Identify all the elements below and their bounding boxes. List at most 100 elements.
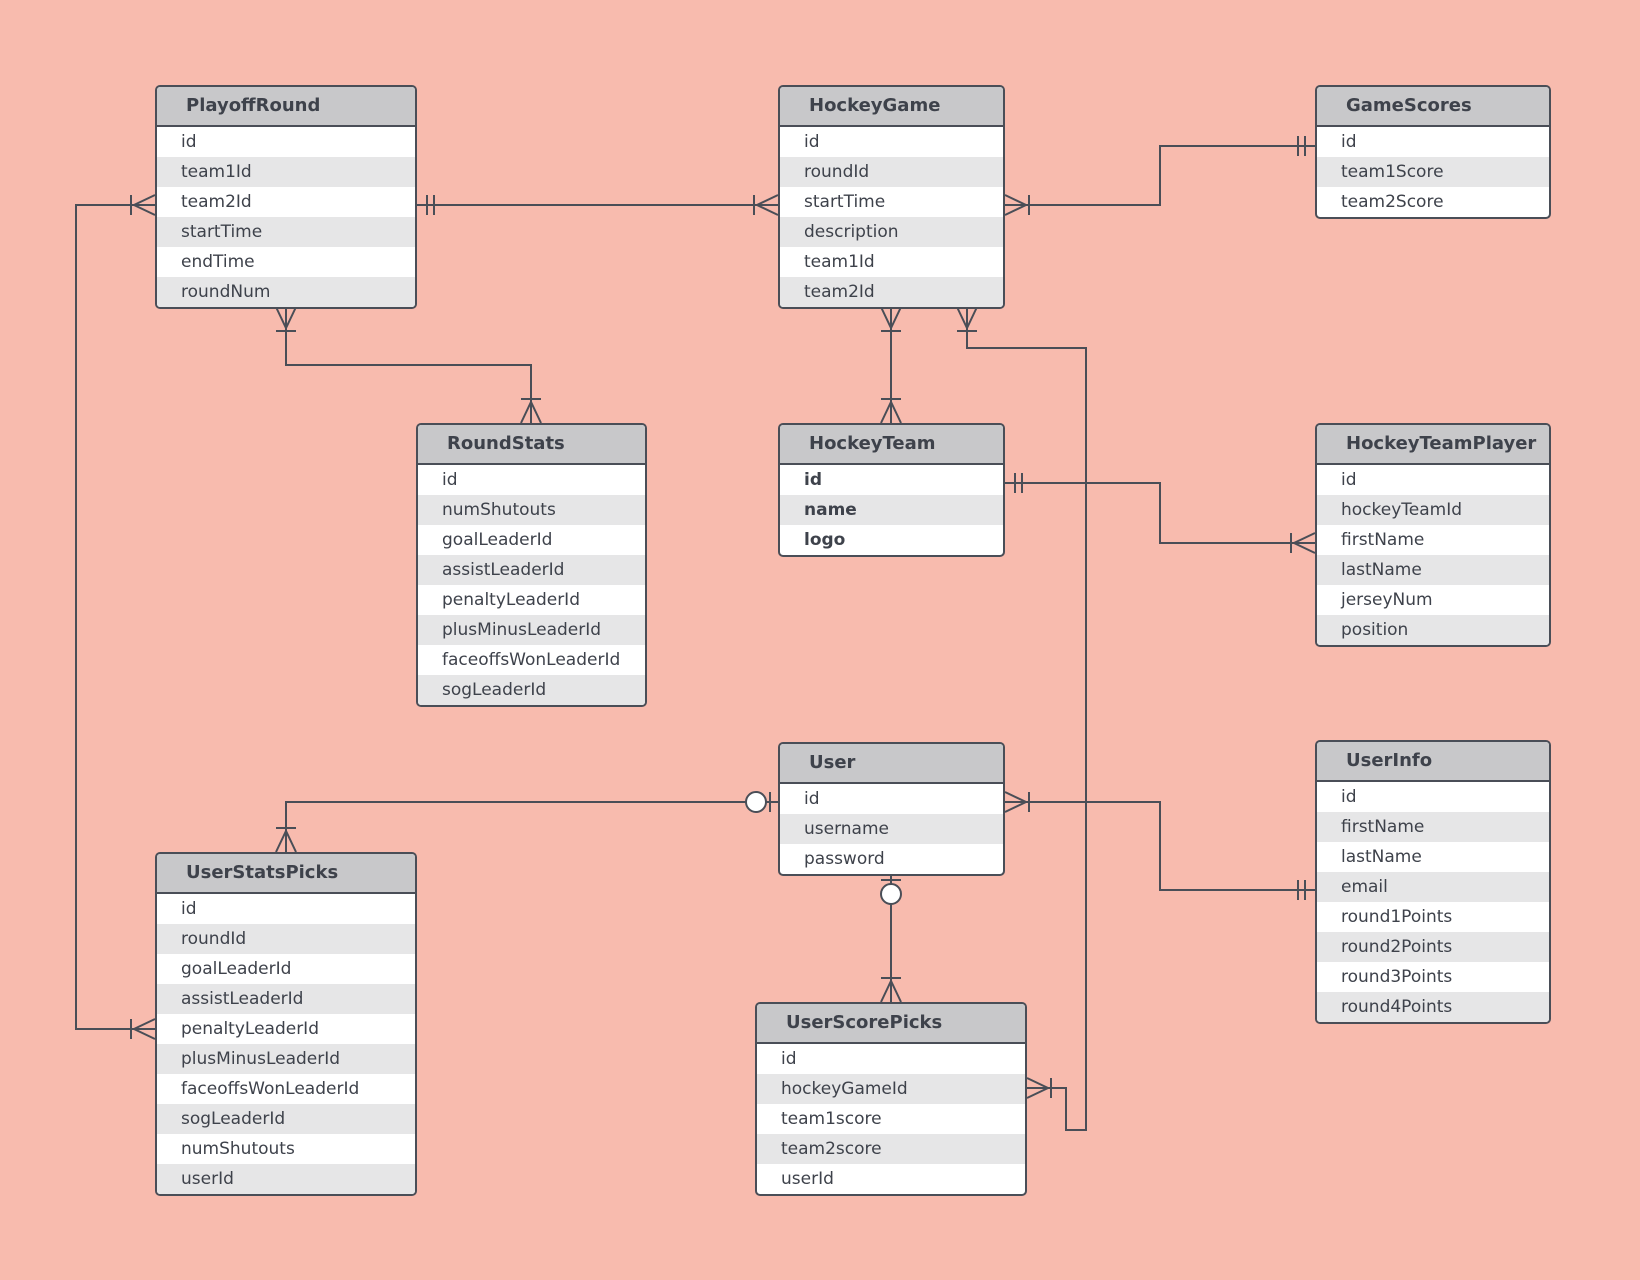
field-row: position (1317, 615, 1549, 645)
field-row: roundNum (157, 277, 415, 307)
field-row: userId (157, 1164, 415, 1194)
entity-title: UserScorePicks (757, 1004, 1025, 1044)
entity-hockeygame[interactable]: HockeyGame id roundId startTime description… (778, 85, 1005, 309)
field-row: roundId (157, 924, 415, 954)
field-row: startTime (804, 192, 886, 212)
field-row: endTime (181, 252, 255, 272)
field-row: sogLeaderId (418, 675, 645, 705)
entity-userscorepicks[interactable]: UserScorePicks id hockeyGameId team1score t… (755, 1002, 1027, 1196)
marker-userscorepicks-crow (1026, 1077, 1051, 1099)
marker-userstatspicks-crow (275, 828, 297, 853)
marker-hockeyteam-crow (880, 399, 902, 424)
field-row: team1score (781, 1109, 882, 1129)
field-row: faceoffsWonLeaderId (442, 650, 621, 670)
field-row: id (181, 899, 197, 919)
field-row: id (442, 470, 458, 490)
connector-playoffround-roundstats (285, 307, 532, 423)
field-row: id (1341, 787, 1357, 807)
field-row: name (780, 495, 1003, 525)
field-row: username (780, 814, 1003, 844)
marker-userstatspicks-crow (131, 1018, 156, 1040)
entity-hockeyteam[interactable]: HockeyTeam id name logo (778, 423, 1005, 557)
entity-gamescores[interactable]: GameScores id team1Score team2Score (1315, 85, 1551, 219)
field-row: logo (804, 530, 846, 550)
field-row: id (804, 470, 822, 490)
entity-title: HockeyTeam (780, 425, 1003, 465)
field-row: round1Points (1341, 907, 1453, 927)
entity-title: HockeyGame (780, 87, 1003, 127)
field-row: id (804, 789, 820, 809)
field-row: numShutouts (418, 495, 645, 525)
field-row: team1Score (1317, 157, 1549, 187)
field-row: plusMinusLeaderId (418, 615, 645, 645)
connector-hockeygame-gamescores (1005, 145, 1315, 206)
connector-user-userstatspicks (285, 801, 778, 852)
marker-hockeygame-crow (754, 194, 779, 216)
field-row: sogLeaderId (157, 1104, 415, 1134)
connector-hockeygame-userscorepicks (966, 307, 1087, 1131)
connector-playoffround-userstatspicks (75, 204, 155, 1030)
field-row: firstName (1317, 812, 1549, 842)
marker-hockeygame-crow (1004, 194, 1029, 216)
field-row: id (804, 132, 820, 152)
field-row: password (804, 849, 885, 869)
field-row: id (181, 132, 197, 152)
entity-title: User (780, 744, 1003, 784)
field-row: team2Score (1341, 192, 1444, 212)
field-row: id (781, 1049, 797, 1069)
marker-hockeygame-crow (880, 306, 902, 331)
entity-userstatspicks[interactable]: UserStatsPicks id roundId goalLeaderId assi… (155, 852, 417, 1196)
field-row: round3Points (1341, 967, 1453, 987)
marker-userscorepicks-crow (880, 978, 902, 1003)
field-row: goalLeaderId (442, 530, 553, 550)
entity-hockeyteamplayer[interactable]: HockeyTeamPlayer id hockeyTeamId firstName… (1315, 423, 1551, 647)
field-row: plusMinusLeaderId (157, 1044, 415, 1074)
field-row: team2score (757, 1134, 1025, 1164)
field-row: numShutouts (181, 1139, 295, 1159)
entity-title: UserInfo (1317, 742, 1549, 782)
marker-playoffround-crow (131, 194, 156, 216)
entity-title: GameScores (1317, 87, 1549, 127)
marker-roundstats-crow (520, 399, 542, 424)
field-row: roundId (780, 157, 1003, 187)
field-row: team1Id (804, 252, 875, 272)
field-row: hockeyTeamId (1317, 495, 1549, 525)
field-row: round2Points (1317, 932, 1549, 962)
marker-playoffround-crow (275, 306, 297, 331)
field-row: startTime (157, 217, 415, 247)
entity-user[interactable]: User id username password (778, 742, 1005, 876)
marker-user-circle (880, 883, 902, 905)
field-row: hockeyGameId (757, 1074, 1025, 1104)
entity-title: PlayoffRound (157, 87, 415, 127)
field-row: jerseyNum (1341, 590, 1433, 610)
connector-user-userinfo (1005, 801, 1315, 891)
entity-title: HockeyTeamPlayer (1317, 425, 1549, 465)
field-row: team2Id (780, 277, 1003, 307)
field-row: description (780, 217, 1003, 247)
connector-hockeyteam-hockeyteamplayer (1005, 482, 1315, 544)
marker-user-crow (1004, 791, 1029, 813)
marker-hockeyteamplayer-crow (1291, 532, 1316, 554)
marker-hockeygame-crow (956, 306, 978, 331)
field-row: userId (781, 1169, 834, 1189)
field-row: id (1341, 132, 1357, 152)
field-row: id (1341, 470, 1357, 490)
field-row: firstName (1341, 530, 1425, 550)
field-row: round4Points (1317, 992, 1549, 1022)
field-row: lastName (1341, 847, 1422, 867)
field-row: team1Id (157, 157, 415, 187)
field-row: assistLeaderId (157, 984, 415, 1014)
field-row: goalLeaderId (181, 959, 292, 979)
entity-title: UserStatsPicks (157, 854, 415, 894)
field-row: penaltyLeaderId (181, 1019, 319, 1039)
field-row: faceoffsWonLeaderId (181, 1079, 360, 1099)
field-row: team2Id (181, 192, 252, 212)
entity-playoffround[interactable]: PlayoffRound id team1Id team2Id startTime en… (155, 85, 417, 309)
field-row: penaltyLeaderId (442, 590, 580, 610)
marker-user-circle (745, 791, 767, 813)
field-row: assistLeaderId (418, 555, 645, 585)
